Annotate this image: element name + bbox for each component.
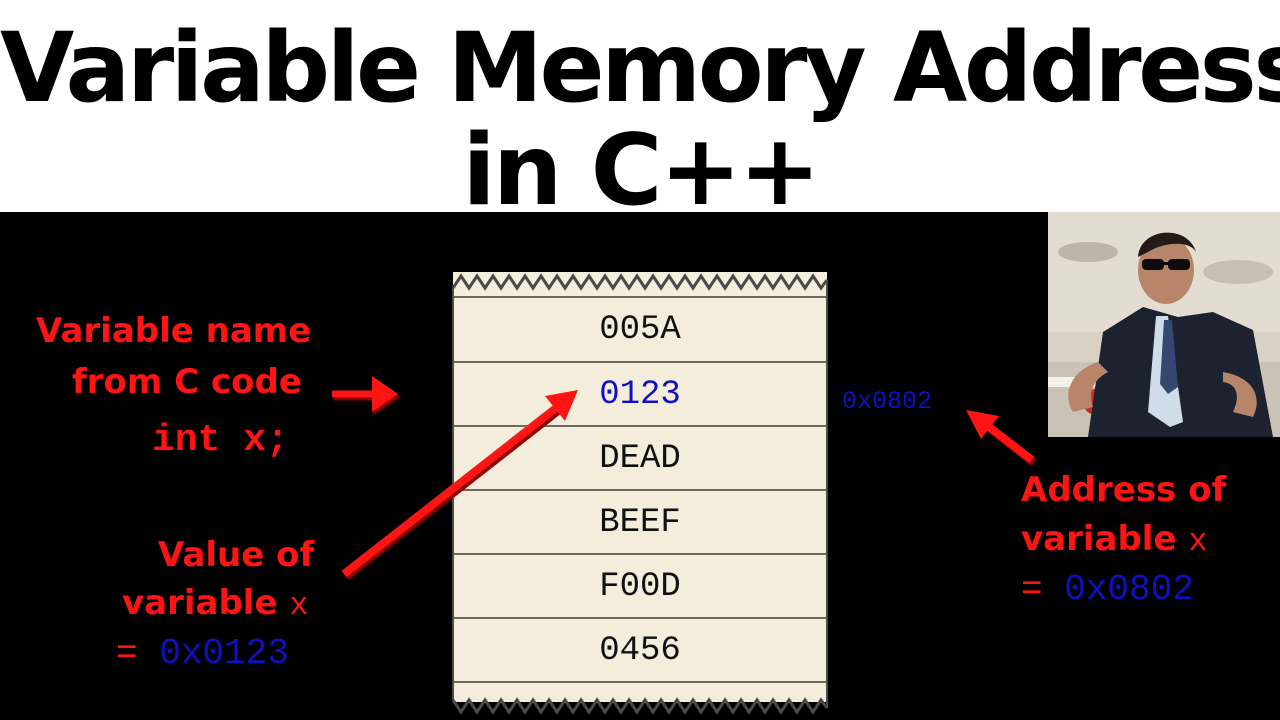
cell-divider [453,681,827,683]
value-label-line1: Value of [158,535,315,575]
memory-cell-value: 0456 [599,631,681,670]
cell-divider [453,361,827,363]
memory-cell: BEEF [453,491,827,554]
value-equals: = [116,633,138,674]
value-arrow [341,390,578,581]
cell-address: 0x0802 [842,387,933,416]
memory-cell: F00D [453,555,827,618]
variable-name-arrow [332,376,400,415]
cell-divider [453,553,827,555]
address-equals: = [1021,569,1043,610]
memory-strip: 005A 0123 DEAD BEEF F00D 0456 [453,272,827,702]
memory-cell: 0456 [453,619,827,682]
memory-cell: 005A [453,298,827,361]
address-label-line1: Address of [1021,470,1227,510]
address-hex: 0x0802 [1064,569,1194,610]
cell-divider [453,617,827,619]
memory-cell-value: 0123 [599,375,681,414]
memory-cell-value: DEAD [599,439,681,478]
title-line-1: Variable Memory Address [0,12,1280,124]
value-hex: 0x0123 [159,633,289,674]
cell-divider [453,425,827,427]
value-label-text: variable [122,583,278,623]
title-line-2: in C++ [462,114,821,228]
address-label-text: variable [1021,519,1177,559]
declaration-code: int x; [152,419,289,462]
torn-edge-top [451,273,829,291]
presenter-photo [1048,212,1280,437]
variable-name-label-line1: Variable name [36,311,312,351]
cell-divider [453,296,827,298]
address-label-var: x [1188,523,1208,560]
memory-cell-value: BEEF [599,503,681,542]
memory-cell-highlighted: 0123 [453,363,827,426]
address-equation: = 0x0802 [1021,572,1194,608]
address-arrow [966,410,1037,467]
memory-cell-value: F00D [599,567,681,606]
title-band: Variable Memory Address in C++ [0,0,1280,220]
value-equation: = 0x0123 [116,636,289,672]
memory-cell-value: 005A [599,310,681,349]
variable-name-label-line2: from C code [72,362,302,402]
address-label-line2: variable x [1021,522,1208,558]
value-label-var: x [289,587,309,624]
torn-edge-bottom [451,697,829,715]
memory-cell: DEAD [453,427,827,490]
value-label-line2: variable x [122,586,309,622]
cell-divider [453,489,827,491]
presenter-photo-drawing [1048,212,1280,437]
